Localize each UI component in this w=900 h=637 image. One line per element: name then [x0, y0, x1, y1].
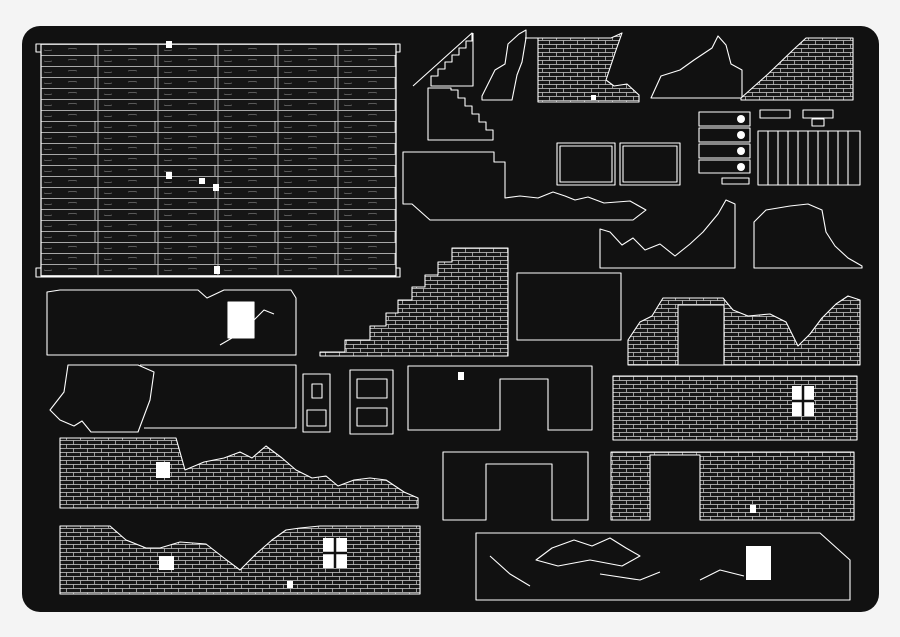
- brick-ruin-long-1: [59, 437, 419, 509]
- wood-floor-panel: [35, 41, 401, 278]
- brick-stair-ruin: [319, 247, 509, 357]
- wall-with-door-2: [442, 451, 589, 521]
- stair-stringer-lower: [427, 87, 494, 141]
- brick-wall-door: [610, 451, 855, 521]
- brick-ruin-top-1: [537, 32, 640, 103]
- stair-stringer-top: [412, 32, 474, 87]
- ruined-wall-long: [402, 151, 647, 221]
- ruined-wall-bottom: [475, 532, 851, 601]
- chair-frame-large: [349, 369, 394, 435]
- wall-with-window-hole: [46, 289, 297, 356]
- railing-grille: [757, 130, 861, 186]
- rubble-wall-right: [753, 203, 863, 269]
- plain-wall-panel: [516, 272, 622, 341]
- wall-with-door-1: [407, 365, 593, 431]
- brick-ruin-long-2: [59, 525, 421, 595]
- chair-frame-small: [302, 373, 331, 433]
- brick-wall-window: [612, 375, 858, 441]
- double-frame-panel: [556, 142, 681, 186]
- brick-arch-ruin: [627, 295, 861, 366]
- door-hinge-strips: [698, 109, 834, 185]
- rubble-wall-mid: [599, 199, 736, 269]
- broken-wall-left: [49, 364, 297, 433]
- brick-ruin-top-3: [740, 37, 854, 101]
- ruin-fragment-top-2: [650, 35, 743, 99]
